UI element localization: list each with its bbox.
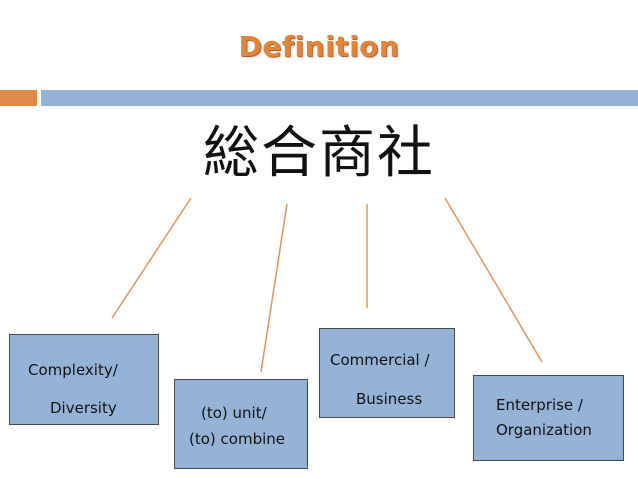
concept-box-enterprise: Enterprise / Organization [473,375,624,461]
box-label-line1: Enterprise / [496,396,583,414]
box-label-line2: Business [356,390,423,408]
box-label-line2: (to) combine [189,430,285,448]
accent-bar-right [41,90,638,106]
central-term: 総合商社 [203,121,435,186]
box-label-line1: (to) unit/ [201,404,267,422]
box-label-line1: Commercial / [330,351,430,369]
box-label-line2: Organization [496,421,592,439]
accent-bar-left [0,90,37,106]
concept-box-complexity: Complexity/ Diversity [9,334,159,425]
slide-title: Definition [238,30,400,63]
concept-box-unit: (to) unit/ (to) combine [174,379,308,469]
connector-line-1 [111,197,192,319]
connector-line-4 [444,197,543,363]
box-label-line1: Complexity/ [28,361,118,379]
box-label-line2: Diversity [50,399,117,417]
connector-line-2 [260,203,288,373]
concept-box-commercial: Commercial / Business [319,328,455,418]
